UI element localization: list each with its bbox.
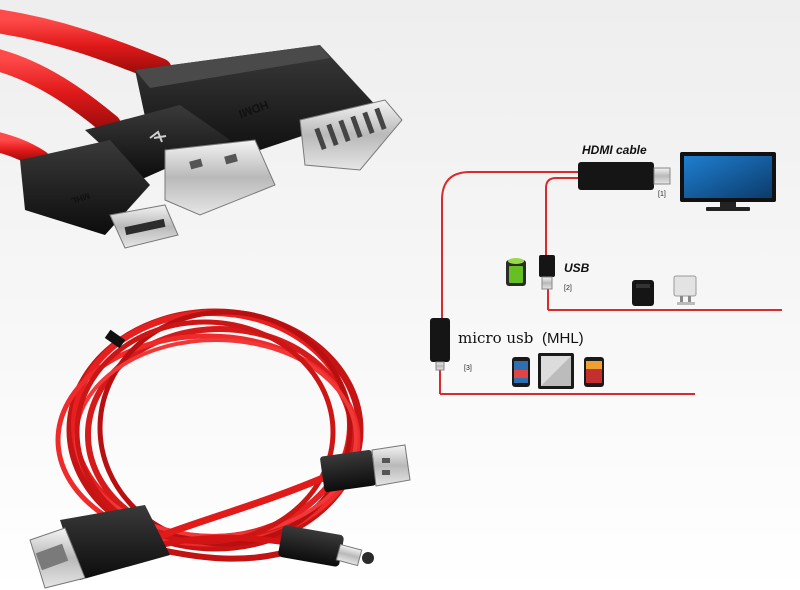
diagram-usb-connector-icon <box>539 255 555 290</box>
tablet-icon <box>538 353 574 389</box>
bottom-hdmi-plug-icon <box>29 505 170 589</box>
wall-charger-icon <box>673 275 697 305</box>
index-2-label: [2] <box>564 285 572 292</box>
coiled-cable <box>55 308 364 562</box>
index-3-label: [3] <box>464 365 472 372</box>
power-adapter-icon <box>632 280 654 306</box>
connection-diagram: HDMI cable [1] USB [2] <box>430 143 782 395</box>
bottom-usb-plug-icon <box>320 444 411 493</box>
battery-icon <box>506 258 526 286</box>
diagram-lines <box>439 171 782 395</box>
smartphone-2-icon <box>584 357 604 387</box>
micro-usb-plug-icon: MHL <box>20 140 179 249</box>
micro-usb-label: micro usb <box>458 329 533 347</box>
bottom-micro-plug-icon <box>278 525 374 567</box>
usb-cable-strand <box>0 49 121 136</box>
smartphone-icon <box>512 357 530 387</box>
usb-label: USB <box>564 261 590 275</box>
monitor-icon <box>680 152 776 211</box>
hdmi-cable-strand <box>0 9 172 82</box>
diagram-hdmi-connector-icon <box>578 162 671 190</box>
diagram-micro-connector-icon <box>430 318 450 371</box>
hdmi-cable-label: HDMI cable <box>582 143 647 157</box>
mhl-label: (MHL) <box>542 330 584 347</box>
index-1-label: [1] <box>658 191 666 198</box>
connector-closeup: HDMI MHL <box>0 9 403 249</box>
